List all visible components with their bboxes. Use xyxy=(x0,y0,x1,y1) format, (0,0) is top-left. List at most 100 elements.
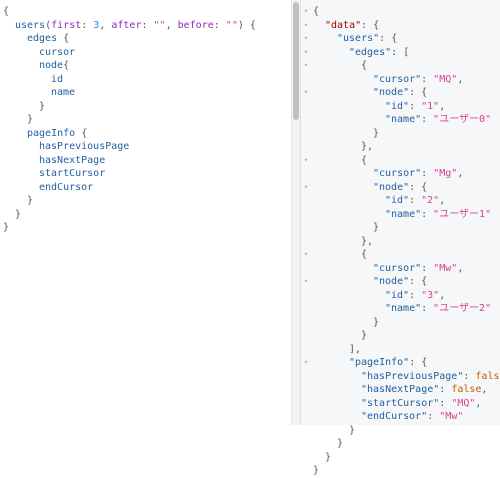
result-line: "node": { xyxy=(313,181,500,195)
gutter-spacer xyxy=(301,464,311,478)
result-token: "users" xyxy=(337,33,380,44)
editor-scrollbar[interactable] xyxy=(291,0,300,425)
result-line: "id": "2", xyxy=(313,194,500,208)
query-line[interactable]: name xyxy=(3,86,256,100)
result-token: "endCursor" xyxy=(361,411,428,422)
result-line: "cursor": "Mw", xyxy=(313,262,500,276)
query-token: , xyxy=(99,19,112,31)
query-token: name xyxy=(51,87,76,98)
query-code[interactable]: {users(first: 3, after: "", before: "") … xyxy=(3,5,256,235)
query-line[interactable]: } xyxy=(3,221,256,235)
result-token: : xyxy=(409,195,422,206)
query-line[interactable]: startCursor xyxy=(3,167,256,181)
chevron-down-icon[interactable]: ▾ xyxy=(303,250,309,258)
gutter-spacer xyxy=(301,100,311,114)
result-line: } xyxy=(313,127,500,141)
chevron-down-icon[interactable]: ▾ xyxy=(303,47,309,56)
chevron-down-icon[interactable]: ▾ xyxy=(303,61,309,69)
chevron-down-icon[interactable]: ▾ xyxy=(303,182,309,191)
query-token: { xyxy=(63,60,70,71)
result-line: } xyxy=(313,437,500,451)
query-line[interactable]: users(first: 3, after: "", before: "") { xyxy=(3,19,256,33)
gutter-spacer xyxy=(301,194,311,208)
result-line: "id": "1", xyxy=(313,100,500,114)
query-editor[interactable]: {users(first: 3, after: "", before: "") … xyxy=(0,0,291,425)
gutter-spacer xyxy=(301,424,311,438)
result-line: "cursor": "MQ", xyxy=(313,73,500,87)
query-line[interactable]: pageInfo { xyxy=(3,127,256,141)
query-line[interactable]: { xyxy=(3,5,256,19)
query-token: "" xyxy=(153,19,166,31)
query-line[interactable]: hasNextPage xyxy=(3,154,256,168)
scrollbar-thumb[interactable] xyxy=(293,2,299,120)
result-token: "name" xyxy=(385,303,422,314)
query-token: pageInfo xyxy=(27,127,76,139)
result-token: : xyxy=(409,289,422,301)
result-token: } xyxy=(373,127,380,139)
result-token: { xyxy=(313,6,320,17)
gutter-spacer xyxy=(301,451,311,465)
result-line: } xyxy=(313,221,500,235)
gutter-spacer xyxy=(301,262,311,276)
chevron-down-icon[interactable]: ▾ xyxy=(303,7,309,15)
chevron-down-icon[interactable]: ▾ xyxy=(303,88,309,96)
result-token: } xyxy=(361,330,368,341)
result-token: }, xyxy=(361,141,374,152)
result-token: "3" xyxy=(421,289,440,301)
query-token: 3 xyxy=(93,19,100,31)
result-token: } xyxy=(373,316,380,328)
result-token: "name" xyxy=(385,114,422,125)
result-token: "node" xyxy=(373,181,410,193)
result-line: }, xyxy=(313,140,500,154)
query-token: after xyxy=(111,19,142,31)
gutter-spacer xyxy=(301,343,311,357)
chevron-down-icon[interactable]: ▾ xyxy=(303,34,309,42)
result-token: "cursor" xyxy=(373,73,422,85)
gutter-spacer xyxy=(301,329,311,343)
result-line: "endCursor": "Mw" xyxy=(313,410,500,424)
query-line[interactable]: hasPreviousPage xyxy=(3,140,256,154)
gutter-spacer xyxy=(301,208,311,222)
query-line[interactable]: edges { xyxy=(3,32,256,46)
query-line[interactable]: } xyxy=(3,194,256,208)
gutter-spacer xyxy=(301,289,311,303)
query-line[interactable]: } xyxy=(3,208,256,222)
chevron-down-icon[interactable]: ▾ xyxy=(303,277,309,285)
result-token: , xyxy=(481,384,488,395)
result-token: } xyxy=(313,465,320,476)
result-token: , xyxy=(457,73,464,85)
query-line[interactable]: } xyxy=(3,113,256,127)
query-line[interactable]: endCursor xyxy=(3,181,256,195)
result-line: "node": { xyxy=(313,275,500,289)
result-line: } xyxy=(313,451,500,465)
result-token: : xyxy=(409,100,422,112)
result-token: "cursor" xyxy=(373,262,422,274)
query-line[interactable]: } xyxy=(3,100,256,114)
query-line[interactable]: node{ xyxy=(3,59,256,73)
gutter-spacer xyxy=(301,370,311,384)
result-token: : xyxy=(421,208,434,220)
chevron-down-icon[interactable]: ▾ xyxy=(303,358,309,366)
result-token: : { xyxy=(361,19,380,31)
result-token: "ユーザー1" xyxy=(433,208,492,220)
chevron-down-icon[interactable]: ▾ xyxy=(303,20,309,29)
query-token: ) { xyxy=(237,19,256,31)
result-line: "hasNextPage": false, xyxy=(313,383,500,397)
result-token: } xyxy=(349,424,356,436)
query-line[interactable]: id xyxy=(3,73,256,87)
result-token: , xyxy=(457,168,464,179)
query-token: { xyxy=(75,127,88,139)
result-line: { xyxy=(313,5,500,19)
result-token: false xyxy=(475,370,500,382)
result-line: { xyxy=(313,154,500,168)
result-token: : [ xyxy=(391,46,410,58)
chevron-down-icon[interactable]: ▾ xyxy=(303,155,309,164)
result-token: "Mw" xyxy=(439,411,464,422)
gutter-spacer xyxy=(301,221,311,235)
gutter-spacer xyxy=(301,73,311,87)
result-token: "edges" xyxy=(349,46,392,58)
result-token: "startCursor" xyxy=(361,397,440,409)
query-token: cursor xyxy=(39,46,76,58)
result-token: } xyxy=(373,222,380,233)
query-line[interactable]: cursor xyxy=(3,46,256,60)
